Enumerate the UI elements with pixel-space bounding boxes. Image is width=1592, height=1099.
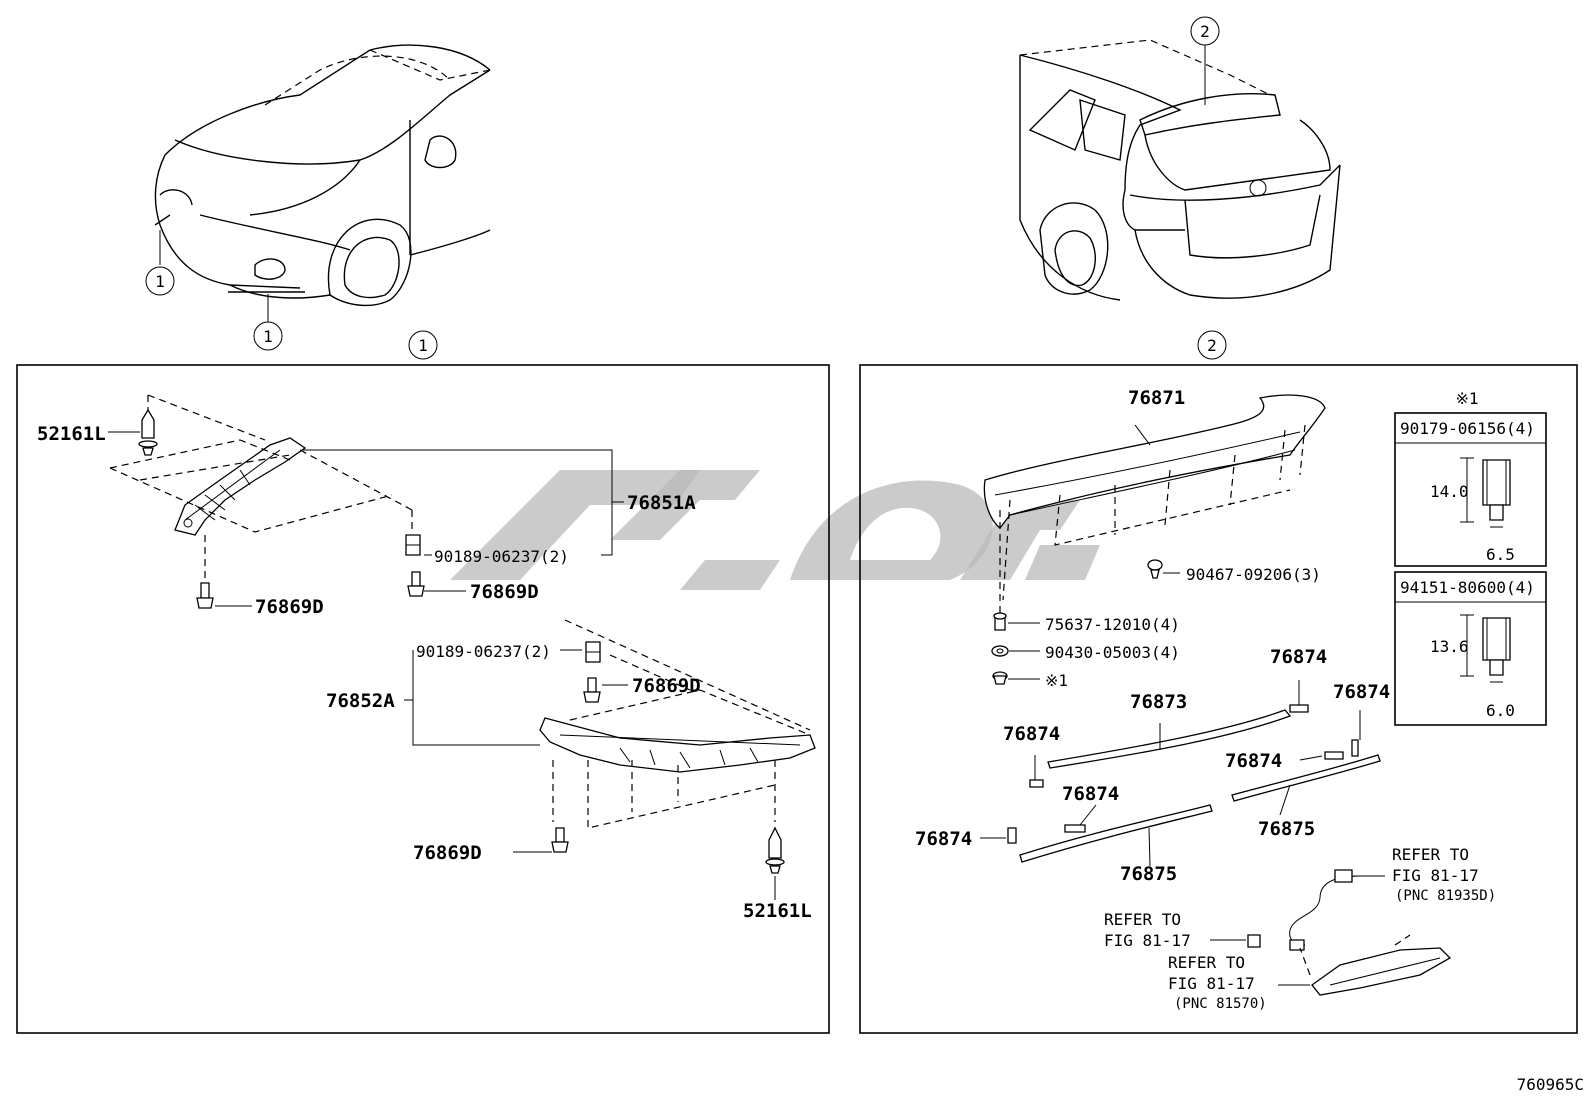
section-marker-front: 1 [408,330,438,360]
label-76875-left: 76875 [1120,863,1177,885]
label-76851a: 76851A [627,492,696,514]
svg-text:1: 1 [263,327,273,346]
front-car-illustration [154,44,491,322]
label-76869d-4: 76869D [413,842,482,864]
screw-icon [196,582,214,609]
grommet-icon [1147,559,1163,579]
stop-lamp-assembly [1247,869,1452,996]
label-76852a: 76852A [326,690,395,712]
clip-icon [138,408,158,456]
label-refer-to-3: REFER TO [1168,953,1245,972]
svg-text:1: 1 [418,336,428,355]
label-52161l-lower: 52161L [743,900,812,922]
label-pnc-81570: (PNC 81570) [1174,996,1267,1012]
clip-icon [765,826,785,874]
screw-icon [583,677,601,703]
front-bracket-lower [539,619,816,829]
label-refer-to-1: REFER TO [1392,845,1469,864]
label-90467-09206: 90467-09206(3) [1186,565,1321,584]
inset-bolt1-pn: 90179-06156(4) [1400,419,1535,438]
label-76874-far-left: 76874 [915,828,972,850]
watermark-logo [450,470,1100,590]
inset-box-bolt-1: 90179-06156(4) 14.0 6.5 [1394,412,1547,567]
nut-icon [992,671,1008,685]
label-52161l-upper: 52161L [37,423,106,445]
diagram-code: 760965C [1517,1075,1584,1094]
svg-text:1: 1 [155,272,165,291]
inset-marker: ※1 [1455,389,1478,408]
inset-bolt2-height: 13.6 [1430,637,1469,656]
label-fig-81-17-1: FIG 81-17 [1392,866,1479,885]
front-bracket-upper [109,394,413,580]
inset-bolt1-width: 6.5 [1486,545,1515,564]
washer-icon [991,645,1009,657]
screw-icon [407,571,425,597]
inset-bolt2-pn: 94151-80600(4) [1400,578,1535,597]
rear-car-illustration [1019,39,1341,301]
label-76874-mid: 76874 [1062,783,1119,805]
label-76871: 76871 [1128,387,1185,409]
front-callout-bumper: 1 [145,266,175,296]
svg-text:2: 2 [1200,22,1210,41]
screw-icon [551,827,569,853]
inset-bolt1-height: 14.0 [1430,482,1469,501]
label-90189-06237-lower: 90189-06237(2) [416,642,551,661]
label-90430-05003: 90430-05003(4) [1045,643,1180,662]
label-76874-mid-right: 76874 [1225,750,1282,772]
label-76874-right: 76874 [1333,681,1390,703]
label-star-1: ※1 [1045,671,1068,690]
svg-text:2: 2 [1207,336,1217,355]
tape-strips [1007,704,1381,863]
label-76869d-1: 76869D [470,581,539,603]
label-76875-right: 76875 [1258,818,1315,840]
label-fig-81-17-3: FIG 81-17 [1168,974,1255,993]
front-parts-panel [16,364,830,1034]
rear-parts-panel [859,364,1578,1034]
label-76874-top: 76874 [1270,646,1327,668]
rear-callout-spoiler: 2 [1190,16,1220,46]
front-callout-lower: 1 [253,321,283,351]
label-refer-to-2: REFER TO [1104,910,1181,929]
inset-box-bolt-2: 94151-80600(4) 13.6 6.0 [1394,571,1547,726]
label-76869d-3: 76869D [632,675,701,697]
label-76869d-2: 76869D [255,596,324,618]
clip-nut-icon [585,641,601,663]
label-fig-81-17-2: FIG 81-17 [1104,931,1191,950]
label-75637-12010: 75637-12010(4) [1045,615,1180,634]
label-76873: 76873 [1130,691,1187,713]
clip-nut-icon [405,534,421,556]
label-pnc-81935d: (PNC 81935D) [1395,888,1496,904]
nut-icon [993,612,1007,631]
label-90189-06237-upper: 90189-06237(2) [434,547,569,566]
label-76874-left: 76874 [1003,723,1060,745]
section-marker-rear: 2 [1197,330,1227,360]
inset-bolt2-width: 6.0 [1486,701,1515,720]
rear-spoiler [983,394,1326,620]
